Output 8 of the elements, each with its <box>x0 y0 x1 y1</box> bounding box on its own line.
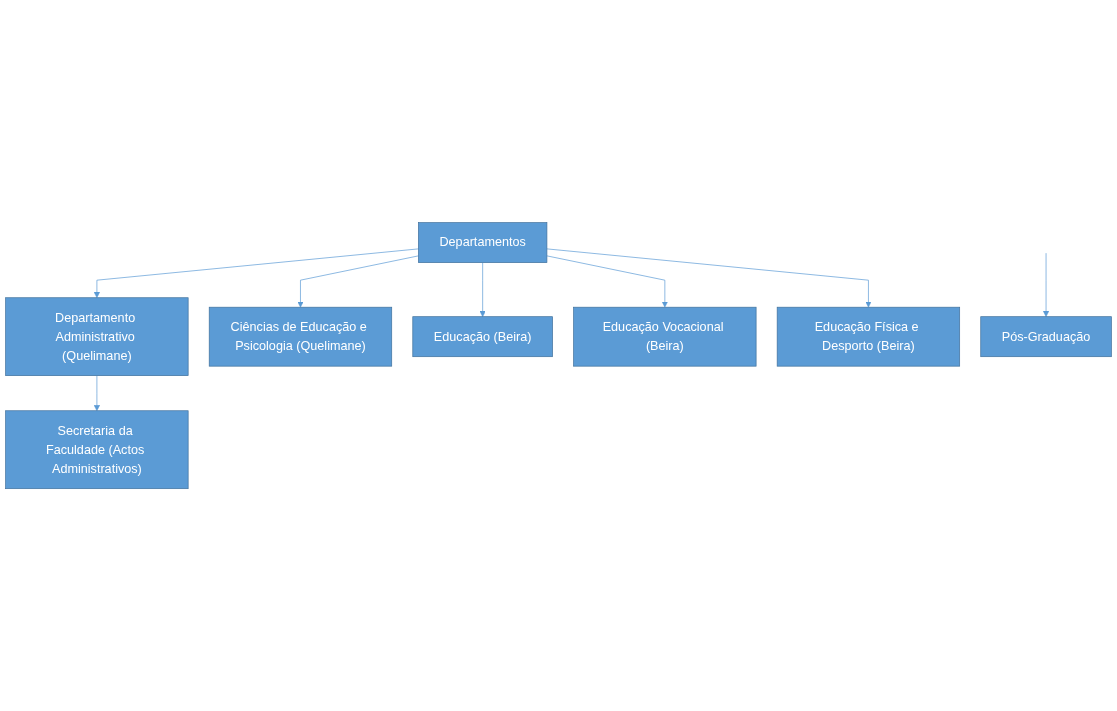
node-box: Secretaria da Faculdade (Actos Administrativos) <box>5 410 189 489</box>
node-box: Departamentos <box>418 222 548 263</box>
node-box: Pós-Graduação <box>980 316 1112 357</box>
node-box: Educação Vocacional (Beira) <box>573 306 757 367</box>
node-box: Educação Física e Desporto (Beira) <box>776 306 961 367</box>
node-box: Educação (Beira) <box>412 316 553 357</box>
node-box: Departamento Administrativo (Quelimane) <box>5 297 189 376</box>
node-box: Ciências de Educação e Psicologia (Quelimane) <box>208 306 393 367</box>
